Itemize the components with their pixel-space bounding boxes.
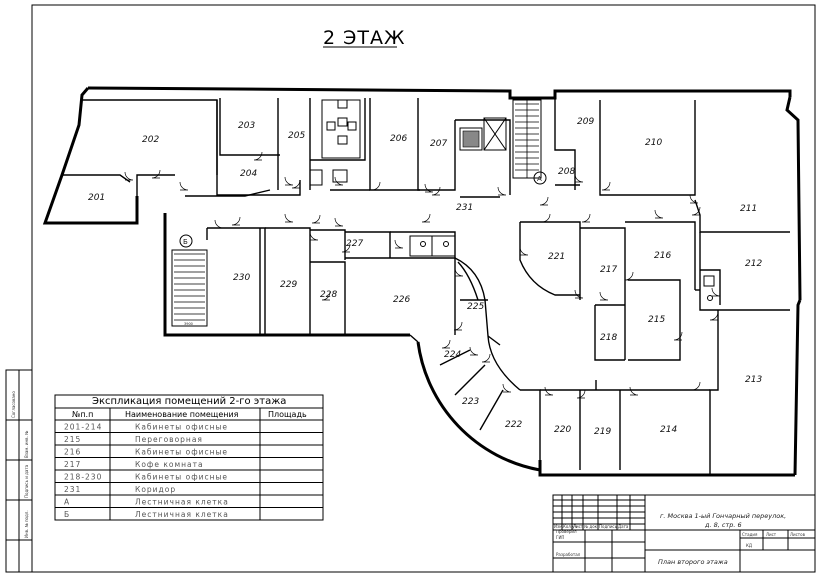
title-block-col-label: Изм. — [554, 524, 563, 529]
legend-row-num: 231 — [64, 485, 81, 494]
stair-b-dim: 3900 — [184, 322, 193, 326]
legend-row-num: А — [64, 498, 70, 507]
room-label-217: 217 — [600, 265, 617, 275]
room-label-207: 207 — [430, 139, 447, 149]
title-block-col-label: Кол.уч — [563, 524, 577, 529]
legend-row-num: 218-230 — [64, 473, 102, 482]
title-block-col-sheet: Лист — [766, 532, 777, 537]
side-stamp: Согласовано Взам. инв. № Подпись и дата … — [5, 369, 33, 573]
legend-row-name: Переговорная — [135, 435, 203, 444]
legend-title: Экспликация помещений 2-го этажа — [92, 396, 286, 407]
legend-row-name: Кабинеты офисные — [135, 448, 228, 457]
room-label-231: 231 — [456, 203, 473, 213]
room-label-216: 216 — [654, 251, 671, 261]
room-label-212: 212 — [745, 259, 762, 269]
drawing-frame — [31, 4, 816, 573]
title-block-col-sheets: Листов — [790, 532, 806, 537]
title-block-address-2: д. 8, стр. 6 — [704, 521, 742, 529]
title-block-role-2: ГИП — [556, 535, 564, 540]
curved-wing — [409, 257, 541, 472]
room-label-214: 214 — [660, 425, 677, 435]
legend-row-num: Б — [64, 510, 70, 519]
stair-b: Б 3900 — [171, 234, 208, 327]
east-rooms — [519, 199, 790, 475]
side-stamp-label-1: Согласовано — [11, 391, 16, 418]
room-label-222: 222 — [505, 420, 522, 430]
room-label-227: 227 — [346, 239, 363, 249]
title-block-role-3: Разработал — [556, 552, 581, 557]
room-label-223: 223 — [462, 397, 479, 407]
room-label-220: 220 — [554, 425, 571, 435]
side-stamp-label-3: Подпись и дата — [24, 464, 29, 498]
room-label-209: 209 — [577, 117, 594, 127]
room-label-201: 201 — [88, 193, 105, 203]
side-stamp-label-4: Инв. № подл. — [24, 510, 29, 538]
wc-block — [309, 99, 361, 186]
title-block-address-1: г. Москва 1-ый Гончарный переулок, — [660, 512, 786, 520]
side-stamp-label-2: Взам. инв. № — [24, 431, 29, 458]
wc-212 — [703, 275, 715, 301]
door-swings — [124, 151, 721, 399]
legend-row-num: 216 — [64, 448, 81, 457]
room-label-221: 221 — [548, 252, 565, 262]
room-label-204: 204 — [240, 169, 257, 179]
title-block-col-label: Дата — [618, 524, 629, 529]
room-label-228: 228 — [320, 290, 337, 300]
title-block-sheet-title: План второго этажа — [658, 558, 728, 566]
legend-header-area: Площадь — [268, 410, 307, 419]
room-label-203: 203 — [238, 121, 255, 131]
room-label-225: 225 — [467, 302, 484, 312]
legend-row-num: 201-214 — [64, 423, 102, 432]
legend-row-num: 215 — [64, 435, 81, 444]
room-label-229: 229 — [280, 280, 297, 290]
stair-a-marker: А — [537, 175, 542, 183]
room-label-202: 202 — [142, 135, 159, 145]
room-label-208: 208 — [558, 167, 575, 177]
lift-shaft — [459, 117, 507, 151]
legend-header-name: Наименование помещения — [125, 410, 239, 419]
room-labels: 201 202 203 204 205 206 207 208 209 210 211 212 213 2… — [88, 117, 762, 437]
room-label-218: 218 — [600, 333, 617, 343]
north-rooms — [62, 95, 696, 198]
legend-row-name: Кофе комната — [135, 460, 204, 469]
room-label-230: 230 — [233, 273, 250, 283]
room-label-215: 215 — [648, 315, 665, 325]
legend-row-name: Кабинеты офисные — [135, 473, 228, 482]
room-label-213: 213 — [745, 375, 762, 385]
room-label-210: 210 — [645, 138, 662, 148]
legend-header-num: №п.п — [72, 410, 93, 419]
legend-row-num: 217 — [64, 460, 81, 469]
legend-row-name: Лестничная клетка — [135, 498, 229, 507]
wc-226 — [409, 235, 456, 257]
floor-title: 2 ЭТАЖ — [323, 27, 405, 49]
title-block-col-stage: Стадия — [742, 532, 758, 537]
legend-row-name: Кабинеты офисные — [135, 423, 228, 432]
legend-row-name: Лестничная клетка — [135, 510, 229, 519]
title-block-col-label: Подпись — [599, 524, 618, 529]
room-label-206: 206 — [390, 134, 407, 144]
stair-a: А — [512, 99, 547, 185]
room-label-224: 224 — [444, 350, 461, 360]
title-block-stage: КД — [746, 543, 752, 548]
room-label-205: 205 — [288, 131, 305, 141]
title-block-role-1: Проверил — [556, 529, 577, 534]
room-label-219: 219 — [594, 427, 611, 437]
room-label-211: 211 — [740, 204, 757, 214]
title-block-col-label: Лист — [573, 524, 584, 529]
room-label-226: 226 — [393, 295, 410, 305]
title-block-col-label: № док. — [584, 524, 598, 529]
legend-row-name: Коридор — [135, 485, 176, 494]
stair-b-marker: Б — [183, 238, 188, 246]
